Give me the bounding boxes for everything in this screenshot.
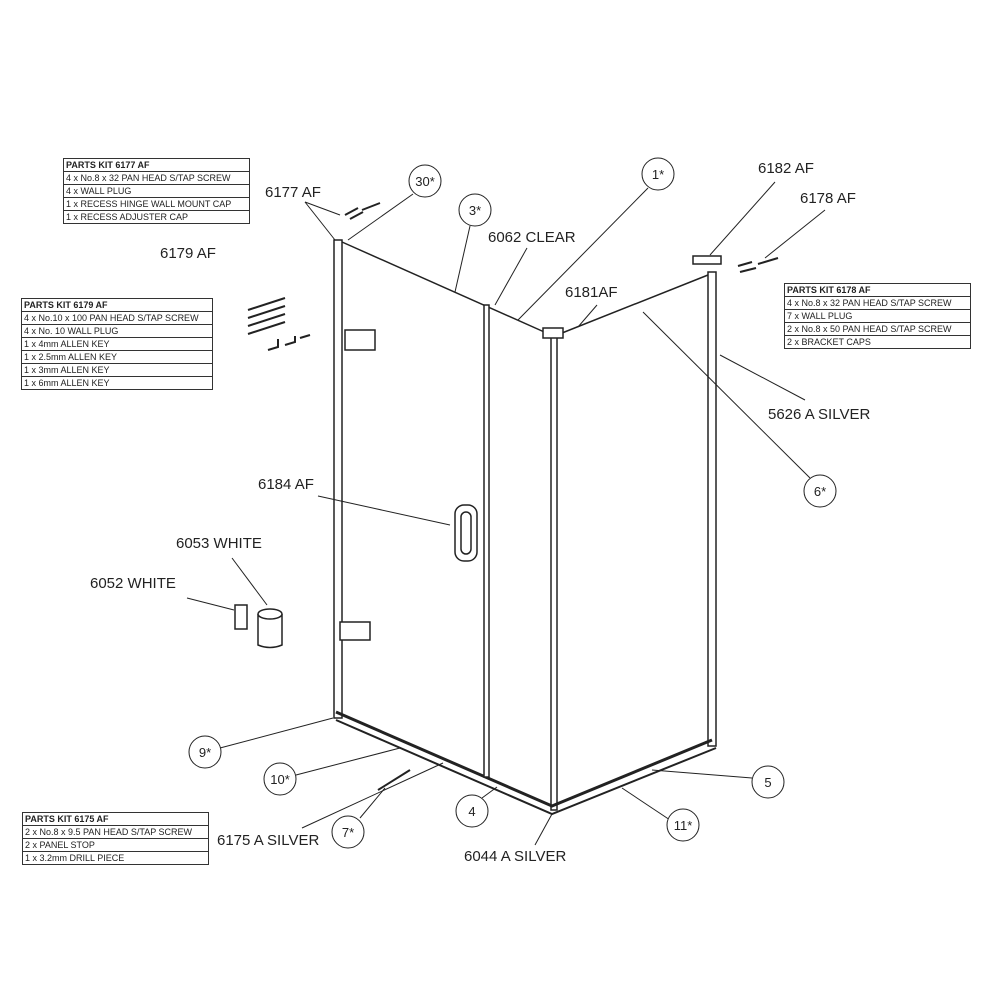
- callout-3: 3*: [469, 203, 481, 218]
- kit-item: 1 x RECESS HINGE WALL MOUNT CAP: [64, 198, 249, 211]
- kit-item: 2 x No.8 x 9.5 PAN HEAD S/TAP SCREW: [23, 826, 208, 839]
- callout-5: 5: [764, 775, 771, 790]
- part-labels: 6177 AF 6179 AF 6062 CLEAR 6182 AF 6178 …: [90, 160, 870, 865]
- label-5626: 5626 A SILVER: [768, 406, 870, 423]
- kit-item: 4 x No. 10 WALL PLUG: [22, 325, 212, 338]
- callout-1: 1*: [652, 167, 664, 182]
- kit-title: PARTS KIT 6179 AF: [22, 299, 212, 312]
- callout-4: 4: [468, 804, 475, 819]
- parts-kit-6175: PARTS KIT 6175 AF 2 x No.8 x 9.5 PAN HEA…: [22, 812, 209, 865]
- label-6184: 6184 AF: [258, 476, 314, 493]
- callout-6: 6*: [814, 484, 826, 499]
- right-wall-post: [707, 271, 717, 747]
- kit-title: PARTS KIT 6175 AF: [23, 813, 208, 826]
- kit-title: PARTS KIT 6178 AF: [785, 284, 970, 297]
- label-6044: 6044 A SILVER: [464, 848, 566, 865]
- kit-item: 2 x BRACKET CAPS: [787, 337, 871, 347]
- kit-item: 4 x WALL PLUG: [64, 185, 249, 198]
- parts-kit-6179: PARTS KIT 6179 AF 4 x No.10 x 100 PAN HE…: [21, 298, 213, 390]
- door-divider: [483, 304, 490, 778]
- part-6179-keys: [247, 297, 311, 351]
- enclosure-frame: [234, 202, 779, 816]
- left-wall-post: [333, 239, 343, 719]
- label-6052: 6052 WHITE: [90, 575, 176, 592]
- kit-item: 2 x PANEL STOP: [23, 839, 208, 852]
- kit-item: 1 x RECESS ADJUSTER CAP: [66, 212, 189, 222]
- part-6177-screws: [344, 202, 381, 220]
- label-6178: 6178 AF: [800, 190, 856, 207]
- parts-kit-6177: PARTS KIT 6177 AF 4 x No.8 x 32 PAN HEAD…: [63, 158, 250, 224]
- part-6182: [692, 255, 722, 265]
- door-handle: [454, 504, 478, 562]
- part-6052: [234, 604, 248, 630]
- label-6053: 6053 WHITE: [176, 535, 262, 552]
- callout-9: 9*: [199, 745, 211, 760]
- kit-item: 1 x 2.5mm ALLEN KEY: [22, 351, 212, 364]
- label-6175: 6175 A SILVER: [217, 832, 319, 849]
- kit-item: 4 x No.10 x 100 PAN HEAD S/TAP SCREW: [22, 312, 212, 325]
- kit-item: 1 x 6mm ALLEN KEY: [24, 378, 110, 388]
- callout-30: 30*: [415, 174, 435, 189]
- label-6182: 6182 AF: [758, 160, 814, 177]
- kit-item: 4 x No.8 x 32 PAN HEAD S/TAP SCREW: [785, 297, 970, 310]
- callout-11: 11*: [674, 818, 693, 833]
- corner-post: [550, 334, 558, 811]
- part-6175: [377, 769, 411, 791]
- hinge-bottom: [339, 621, 371, 641]
- label-6179: 6179 AF: [160, 245, 216, 262]
- label-6177: 6177 AF: [265, 184, 321, 201]
- kit-item: 1 x 3.2mm DRILL PIECE: [25, 853, 125, 863]
- kit-item: 4 x No.8 x 32 PAN HEAD S/TAP SCREW: [64, 172, 249, 185]
- label-6181: 6181AF: [565, 284, 618, 301]
- callout-7: 7*: [342, 825, 354, 840]
- parts-kit-6178: PARTS KIT 6178 AF 4 x No.8 x 32 PAN HEAD…: [784, 283, 971, 349]
- kit-item: 7 x WALL PLUG: [785, 310, 970, 323]
- callout-10: 10*: [270, 772, 290, 787]
- label-6062: 6062 CLEAR: [488, 229, 576, 246]
- kit-item: 1 x 3mm ALLEN KEY: [22, 364, 212, 377]
- part-6178-screws: [737, 257, 779, 273]
- part-6053: [257, 614, 283, 649]
- hinge-top: [344, 329, 376, 351]
- kit-item: 1 x 4mm ALLEN KEY: [22, 338, 212, 351]
- callouts: [188, 157, 837, 849]
- kit-item: 2 x No.8 x 50 PAN HEAD S/TAP SCREW: [785, 323, 970, 336]
- leader-lines: [186, 181, 826, 846]
- kit-title: PARTS KIT 6177 AF: [64, 159, 249, 172]
